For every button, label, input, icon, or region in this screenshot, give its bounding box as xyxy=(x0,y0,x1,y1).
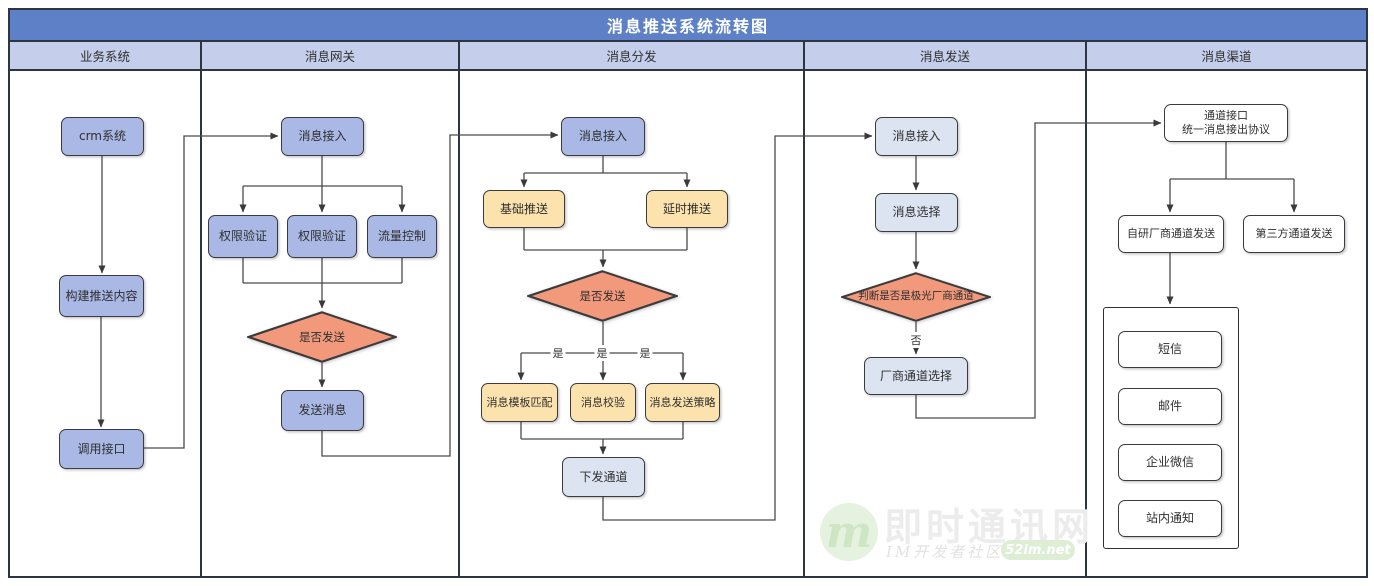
decision-label: 是否发送 xyxy=(579,288,626,303)
node-delayed-push: 延时推送 xyxy=(646,190,728,228)
lane-header-message-sending: 消息发送 xyxy=(805,42,1087,69)
node-call-interface: 调用接口 xyxy=(59,429,144,469)
node-crm-system: crm系统 xyxy=(61,117,144,156)
node-message-template-match: 消息模板匹配 xyxy=(481,383,558,422)
node-permission-check-2: 权限验证 xyxy=(287,215,357,258)
node-email-channel: 邮件 xyxy=(1118,388,1222,425)
lane-header-message-gateway: 消息网关 xyxy=(202,42,460,69)
lane-header-message-channel: 消息渠道 xyxy=(1087,42,1366,69)
node-distribution-message-ingest: 消息接入 xyxy=(561,117,645,156)
lane-header-row: 业务系统 消息网关 消息分发 消息发送 消息渠道 xyxy=(10,42,1366,71)
node-sending-message-ingest: 消息接入 xyxy=(875,117,958,156)
edge-label-no: 否 xyxy=(908,332,924,348)
edge-label-yes-3: 是 xyxy=(637,345,653,361)
node-third-party-channel-send: 第三方通道发送 xyxy=(1243,215,1345,253)
lane-header-business-system: 业务系统 xyxy=(10,42,202,69)
lane-divider xyxy=(458,69,460,576)
lane-divider xyxy=(200,69,202,576)
node-basic-push: 基础推送 xyxy=(483,190,565,228)
diagram-title: 消息推送系统流转图 xyxy=(10,10,1366,42)
node-wecom-channel: 企业微信 xyxy=(1118,444,1222,481)
edge-label-yes-1: 是 xyxy=(550,345,566,361)
node-channel-interface-line1: 通道接口 xyxy=(1204,109,1248,123)
lane-divider xyxy=(1085,69,1087,576)
diagram-frame: 消息推送系统流转图 业务系统 消息网关 消息分发 消息发送 消息渠道 xyxy=(8,8,1368,578)
node-gateway-message-ingest: 消息接入 xyxy=(281,117,364,156)
decision-label: 是否发送 xyxy=(299,329,345,344)
node-send-message: 发送消息 xyxy=(281,390,364,431)
node-channel-interface: 通道接口 统一消息接出协议 xyxy=(1164,104,1288,142)
watermark-subtitle: IM开发者社区 xyxy=(886,543,1004,561)
node-sms-channel: 短信 xyxy=(1118,331,1222,368)
decision-is-jiguang-vendor-channel: 判断是否是极光厂商通道 xyxy=(841,272,991,322)
edge-label-yes-2: 是 xyxy=(594,345,610,361)
decision-label: 判断是否是极光厂商通道 xyxy=(858,290,974,303)
decision-gateway-send-or-not: 是否发送 xyxy=(247,311,397,363)
watermark-badge: 52im.net xyxy=(1001,540,1075,560)
node-dispatch-channel: 下发通道 xyxy=(562,457,645,497)
node-message-verification: 消息校验 xyxy=(570,383,636,422)
node-in-site-notice-channel: 站内通知 xyxy=(1118,500,1222,537)
node-message-send-strategy: 消息发送策略 xyxy=(645,383,720,422)
decision-distribution-send-or-not: 是否发送 xyxy=(527,270,678,322)
node-self-developed-vendor-channel-send: 自研厂商通道发送 xyxy=(1118,215,1224,253)
lane-header-message-distribution: 消息分发 xyxy=(460,42,805,69)
node-permission-check-1: 权限验证 xyxy=(208,215,278,258)
node-build-push-content: 构建推送内容 xyxy=(59,275,144,317)
node-flow-control: 流量控制 xyxy=(367,215,437,258)
node-vendor-channel-selection: 厂商通道选择 xyxy=(864,357,968,395)
watermark-logo: m xyxy=(820,503,878,561)
node-message-selection: 消息选择 xyxy=(875,193,958,232)
node-channel-interface-line2: 统一消息接出协议 xyxy=(1182,123,1270,136)
lane-divider xyxy=(803,69,805,576)
